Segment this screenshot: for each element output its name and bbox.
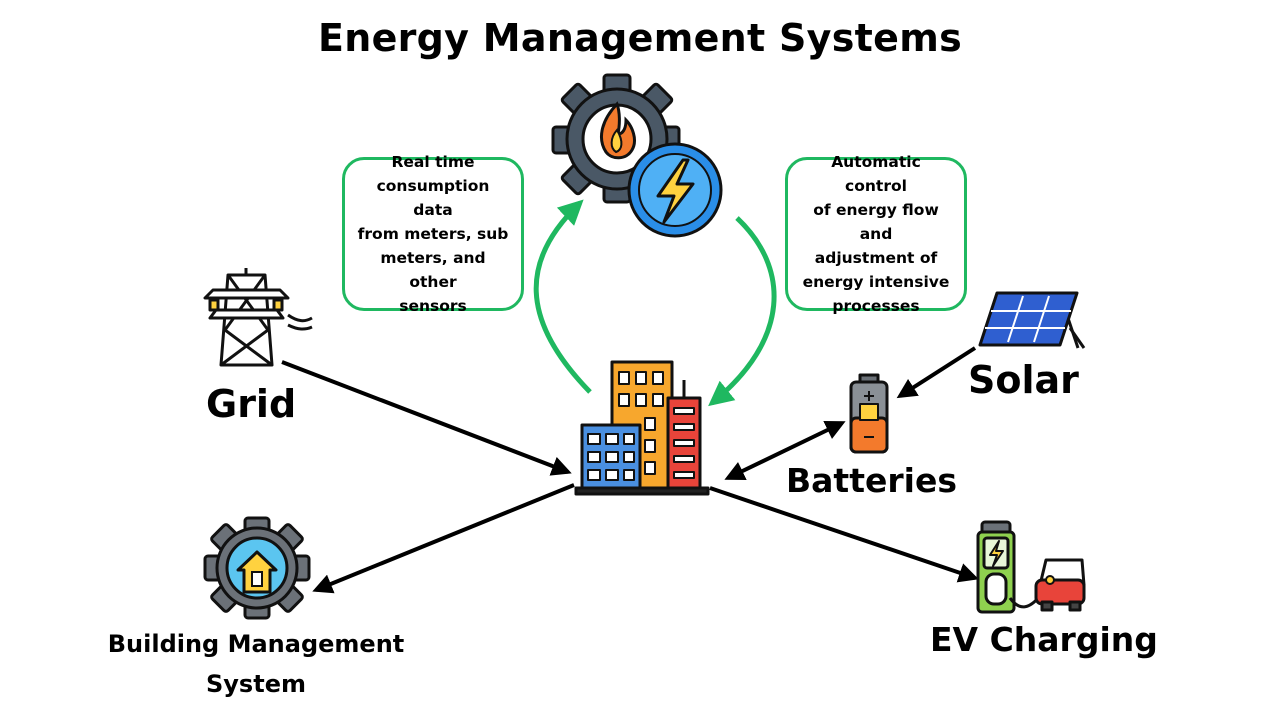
ev-charger-car-icon: [976, 520, 1086, 614]
label-building-management-system: Building Management System: [107, 630, 405, 698]
solar-to-battery-arrow: [896, 346, 977, 399]
diagram-title: Energy Management Systems: [317, 16, 963, 60]
city-buildings-icon: [574, 360, 710, 496]
gear-house-icon: [203, 516, 311, 620]
label-ev-charging: EV Charging: [930, 620, 1158, 659]
label-solar: Solar: [968, 358, 1079, 402]
label-batteries: Batteries: [786, 461, 957, 500]
transmission-tower-icon: [203, 268, 313, 367]
building-battery-arrow: [724, 420, 846, 481]
building-to-ev-arrow: [709, 486, 979, 583]
gear-fire-bolt-icon: [551, 73, 723, 238]
building-to-bms-arrow: [312, 483, 575, 594]
control-down-arrow: [708, 216, 777, 407]
label-grid: Grid: [206, 382, 297, 426]
data-up-arrow: [533, 199, 592, 394]
solar-panel-icon: [978, 291, 1086, 349]
callout-automatic-control: Automatic control of energy flow and adj…: [785, 153, 967, 315]
callout-control-text: Automatic control of energy flow and adj…: [802, 153, 950, 315]
callout-consumption-text: Real time consumption data from meters, …: [357, 153, 509, 315]
callout-consumption-data: Real time consumption data from meters, …: [342, 153, 524, 315]
battery-icon: [849, 373, 889, 454]
grid-to-building-arrow: [281, 360, 572, 476]
